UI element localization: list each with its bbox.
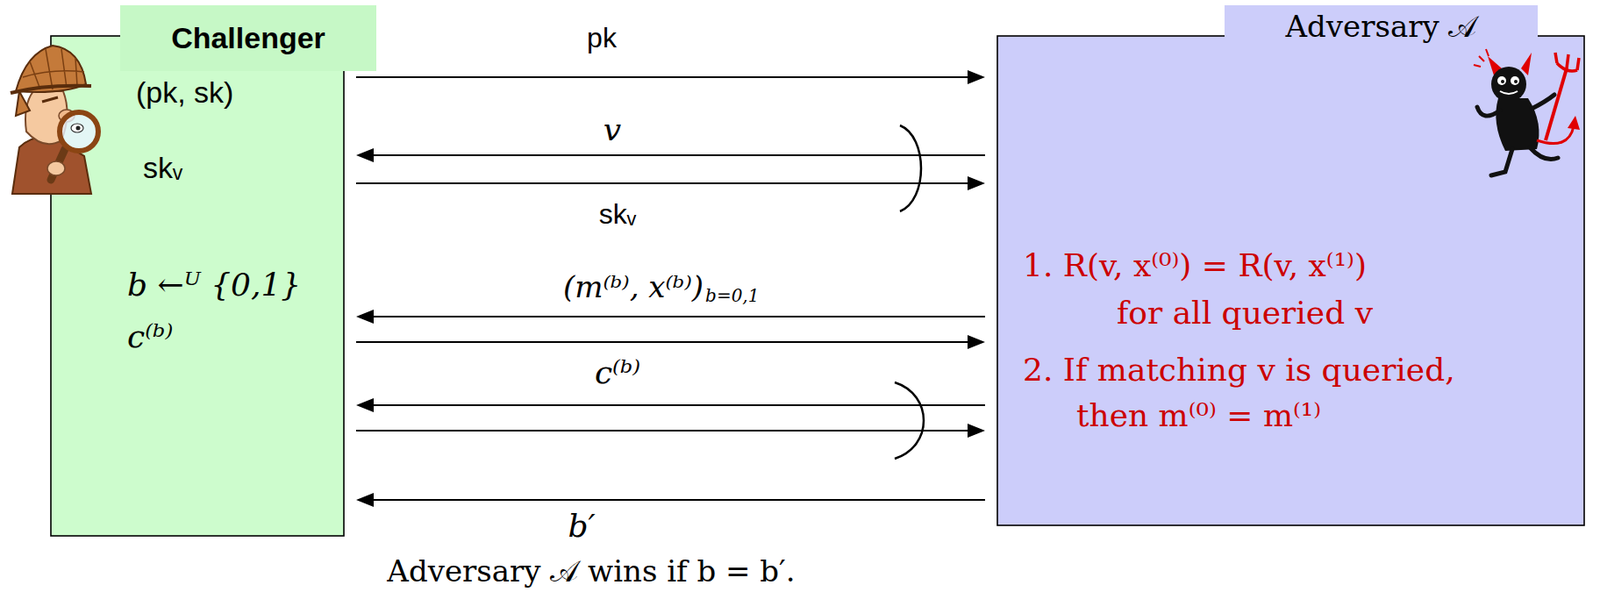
subscript-label: b=0,1 <box>705 286 759 305</box>
box-text: b ←ᵁ {0,1} <box>127 265 301 304</box>
loop-bracket <box>900 125 922 212</box>
arrow-line <box>371 499 986 501</box>
message-arrow <box>356 148 986 163</box>
box-text: skᵥ <box>142 150 183 186</box>
hat-checks <box>22 49 85 90</box>
detective-eye <box>71 123 84 133</box>
detective-brow <box>42 97 58 102</box>
detective-ear-flap <box>15 91 30 116</box>
arrow-line <box>356 341 970 343</box>
box-fill <box>997 35 1585 526</box>
message-arrow <box>356 398 986 413</box>
arrow-line <box>356 76 970 79</box>
message-label: c⁽ᵇ⁾ <box>594 353 641 392</box>
devil-leg <box>1529 147 1558 160</box>
arrow-line <box>371 315 986 318</box>
devil-illustration <box>1473 49 1580 176</box>
box-text: 2. If matching v is queried, <box>1022 350 1456 389</box>
arrow-head <box>356 398 374 413</box>
box-text: c⁽ᵇ⁾ <box>127 317 173 356</box>
message-arrow <box>356 70 986 85</box>
message-label: pk <box>586 21 617 55</box>
devil-pupil <box>1500 79 1505 84</box>
message-arrow <box>356 309 986 324</box>
devil-eye <box>1497 76 1507 86</box>
detective-illustration <box>10 45 99 194</box>
message-label: skᵥ <box>599 197 636 231</box>
arrow-head <box>967 176 986 191</box>
box-text: 1. R(v, x⁽⁰⁾) = R(v, x⁽¹⁾) <box>1022 246 1367 285</box>
box-text: then m⁽⁰⁾ = m⁽¹⁾ <box>1076 396 1322 435</box>
box-heading: Challenger <box>120 5 377 72</box>
trident-prongs <box>1555 52 1579 72</box>
box-fill <box>50 35 344 536</box>
message-label: b′ <box>567 507 595 545</box>
message-label: v <box>603 110 622 149</box>
message-arrow <box>356 335 986 350</box>
loop-bracket <box>894 382 924 459</box>
adversary-box: Adversary 𝒜1. R(v, x⁽⁰⁾) = R(v, x⁽¹⁾)for… <box>997 35 1585 526</box>
message-arrow <box>356 423 986 438</box>
arrow-head <box>356 148 374 163</box>
caption: Adversary 𝒜 wins if b = b′. <box>386 555 795 588</box>
arrow-head <box>967 335 986 350</box>
challenger-box: Challenger(pk, sk)skᵥb ←ᵁ {0,1}c⁽ᵇ⁾ <box>50 35 344 536</box>
motion-marks <box>1473 49 1489 67</box>
arrow-line <box>371 154 986 157</box>
arrow-line <box>356 429 970 432</box>
devil-leg <box>1491 149 1513 176</box>
devil-horn <box>1521 52 1532 76</box>
arrow-head <box>356 309 374 324</box>
box-text: for all queried v <box>1116 293 1373 332</box>
box-text: (pk, sk) <box>135 74 234 111</box>
devil-arm <box>1531 94 1555 109</box>
message-label: (m⁽ᵇ⁾, x⁽ᵇ⁾) <box>563 269 704 306</box>
message-arrow <box>356 492 986 508</box>
arrow-line <box>356 182 970 185</box>
message-arrow <box>356 176 986 191</box>
detective-pupil <box>76 126 81 131</box>
trident-shaft <box>1545 68 1567 141</box>
arrow-line <box>371 404 986 407</box>
devil-tail <box>1536 126 1574 144</box>
detective-hand <box>47 161 65 176</box>
devil-tail-tip <box>1567 115 1580 130</box>
devil-head <box>1491 66 1527 102</box>
magnifier-lens <box>59 112 99 151</box>
box-heading: Adversary 𝒜 <box>1224 5 1538 48</box>
hat-brim <box>10 85 92 93</box>
devil-pupil <box>1514 79 1518 84</box>
arrow-head <box>967 70 986 85</box>
devil-mouth <box>1500 91 1518 94</box>
devil-arm <box>1477 107 1500 116</box>
devil-eye <box>1510 76 1520 86</box>
arrow-head <box>967 423 986 438</box>
arrow-head <box>356 492 374 508</box>
